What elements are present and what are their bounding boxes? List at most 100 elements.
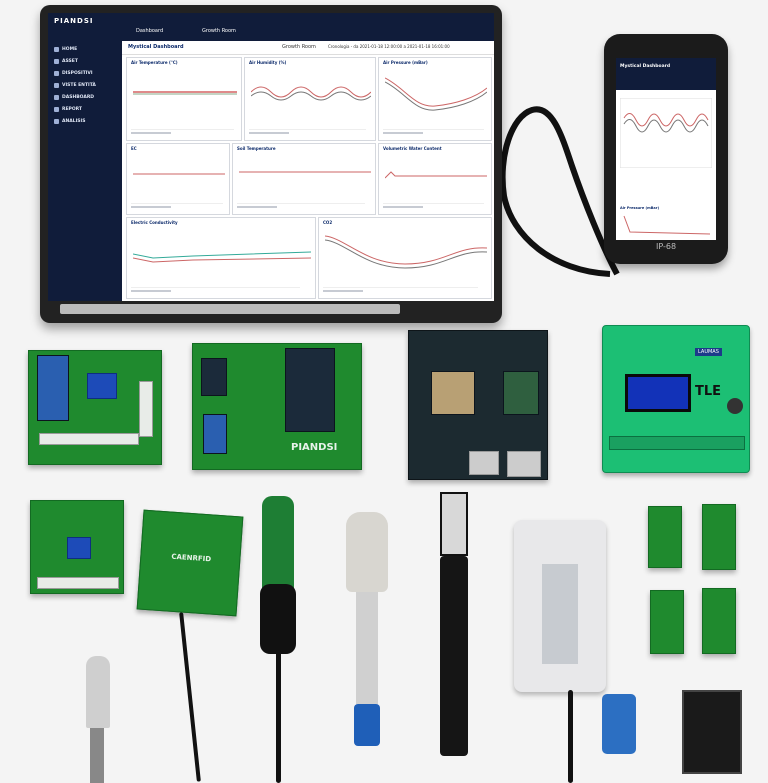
panel-chart [251, 86, 371, 101]
panel-title: CO2 [323, 220, 333, 225]
wifi-module [285, 348, 335, 432]
phone-dashboard-title: Mystical Dashboard [620, 64, 671, 69]
probe-cable [276, 650, 281, 783]
panel-legend [249, 129, 366, 137]
gas-sensor-board-2 [702, 504, 736, 570]
tablet-device: PIANDSI HOME ASSET DISPOSITIVI VISTE ENT… [40, 5, 502, 323]
gas-sensor-board-4 [702, 588, 736, 654]
panel-chart [239, 171, 371, 173]
rfid-antenna: CAENRFID [136, 509, 244, 617]
panel-co2: CO2 [318, 217, 492, 299]
panel-air-temperature: Air Temperature (°C) [126, 57, 242, 141]
tablet-stand [60, 304, 400, 314]
panel-title: Air Humidity (%) [249, 60, 287, 65]
phone-lanyard [499, 106, 620, 277]
ec-probe-body [440, 556, 468, 756]
enclosure-cable [568, 690, 573, 783]
panel-title: Air Temperature (°C) [131, 60, 178, 65]
panel-legend [131, 203, 223, 211]
panel-soil-temperature: Soil Temperature [232, 143, 376, 215]
soil-moisture-probe [262, 496, 294, 596]
time-range: Cronologia - da 2021-01-18 12:00:00 a 20… [328, 44, 450, 49]
panel-chart [133, 251, 311, 263]
dashboard-sidebar: PIANDSI HOME ASSET DISPOSITIVI VISTE ENT… [48, 13, 122, 301]
relay [87, 373, 117, 399]
panel-chart [325, 235, 487, 269]
panel-title: Soil Temperature [237, 146, 276, 151]
dashboard-topbar: Dashboard Growth Room [122, 13, 494, 41]
ec-probe-tip [440, 492, 468, 556]
air-sensor-probe [86, 656, 110, 728]
panel-chart [385, 77, 487, 111]
panel-air-humidity: Air Humidity (%) [244, 57, 376, 141]
usb-port [469, 451, 499, 475]
panel-air-pressure: Air Pressure (mBar) [378, 57, 492, 141]
phone-topbar: Mystical Dashboard [616, 58, 716, 90]
relay-board [28, 350, 162, 465]
panel-legend [383, 203, 484, 211]
gas-sensor-board-3 [650, 590, 684, 654]
brand-logo: PIANDSI [54, 17, 94, 25]
terminal-block [39, 433, 139, 445]
wireless-sensor-enclosure [514, 520, 606, 692]
nav-item-asset: ASSET [54, 59, 78, 64]
panel-electric-conductivity: Electric Conductivity [126, 217, 316, 299]
tle-controller: LAUMAS TLE [602, 325, 750, 473]
air-sensor-connector [90, 728, 104, 783]
nav-item-viste: VISTE ENTITÀ [54, 83, 96, 88]
enclosure-window [542, 564, 578, 664]
tablet-screen: PIANDSI HOME ASSET DISPOSITIVI VISTE ENT… [48, 13, 494, 301]
knob-icon [727, 398, 743, 414]
dashboard-title: Mystical Dashboard [128, 44, 184, 50]
cpu-heatspreader [431, 371, 475, 415]
nav-item-report: REPORT [54, 107, 82, 112]
probe-housing [260, 584, 296, 654]
panel-volumetric-water-content: Volumetric Water Content [378, 143, 492, 215]
panel-chart [133, 173, 225, 175]
terminal-block [37, 577, 119, 589]
ph-probe-cap [346, 512, 388, 592]
compute-board [408, 330, 548, 480]
tab-growth-room: Growth Room [202, 28, 236, 34]
terminal-strip [609, 436, 745, 450]
nav-item-dashboard: DASHBOARD [53, 95, 95, 100]
ph-probe-connector [354, 704, 380, 746]
small-relay-board [30, 500, 124, 594]
sensor-module [203, 414, 227, 454]
panel-title: Volumetric Water Content [383, 146, 442, 151]
modem-module [503, 371, 539, 415]
board-brand: PIANDSI [291, 442, 338, 453]
ethernet-port [507, 451, 541, 477]
panel-legend [237, 203, 365, 211]
room-label: Growth Room [282, 44, 316, 50]
nav-item-home: HOME [53, 47, 78, 52]
antenna-cable [179, 612, 201, 782]
panel-legend [131, 287, 301, 295]
gas-sensor-board-1 [648, 506, 682, 568]
rugged-phone: Mystical Dashboard Air Pressure (mBar) I… [604, 34, 728, 264]
terminal-block [139, 381, 153, 437]
panel-title: EC [131, 146, 137, 151]
dashboard-subbar: Mystical Dashboard Growth Room Cronologi… [122, 41, 494, 55]
nav-item-analisis: ANALISIS [53, 119, 86, 124]
phone-ip-label: IP-68 [656, 242, 677, 251]
phone-chart [620, 98, 712, 168]
controller-board: PIANDSI [192, 343, 362, 470]
connector [201, 358, 227, 396]
phone-chart-2 [623, 215, 711, 235]
phone-screen: Mystical Dashboard Air Pressure (mBar) [616, 58, 716, 240]
tab-dashboard: Dashboard [136, 28, 164, 34]
panel-chart [133, 91, 237, 95]
antenna-brand: CAENRFID [171, 552, 212, 564]
sensor-module [37, 355, 69, 421]
tle-lcd [625, 374, 691, 412]
nav-item-dispositivi: DISPOSITIVI [54, 71, 93, 76]
phone-panel-title: Air Pressure (mBar) [620, 206, 660, 210]
panel-ec: EC [126, 143, 230, 215]
panel-legend [131, 129, 234, 137]
ph-probe-body [356, 592, 378, 704]
flow-sensor [602, 694, 636, 754]
relay [67, 537, 91, 559]
tle-brand: LAUMAS [695, 348, 722, 356]
